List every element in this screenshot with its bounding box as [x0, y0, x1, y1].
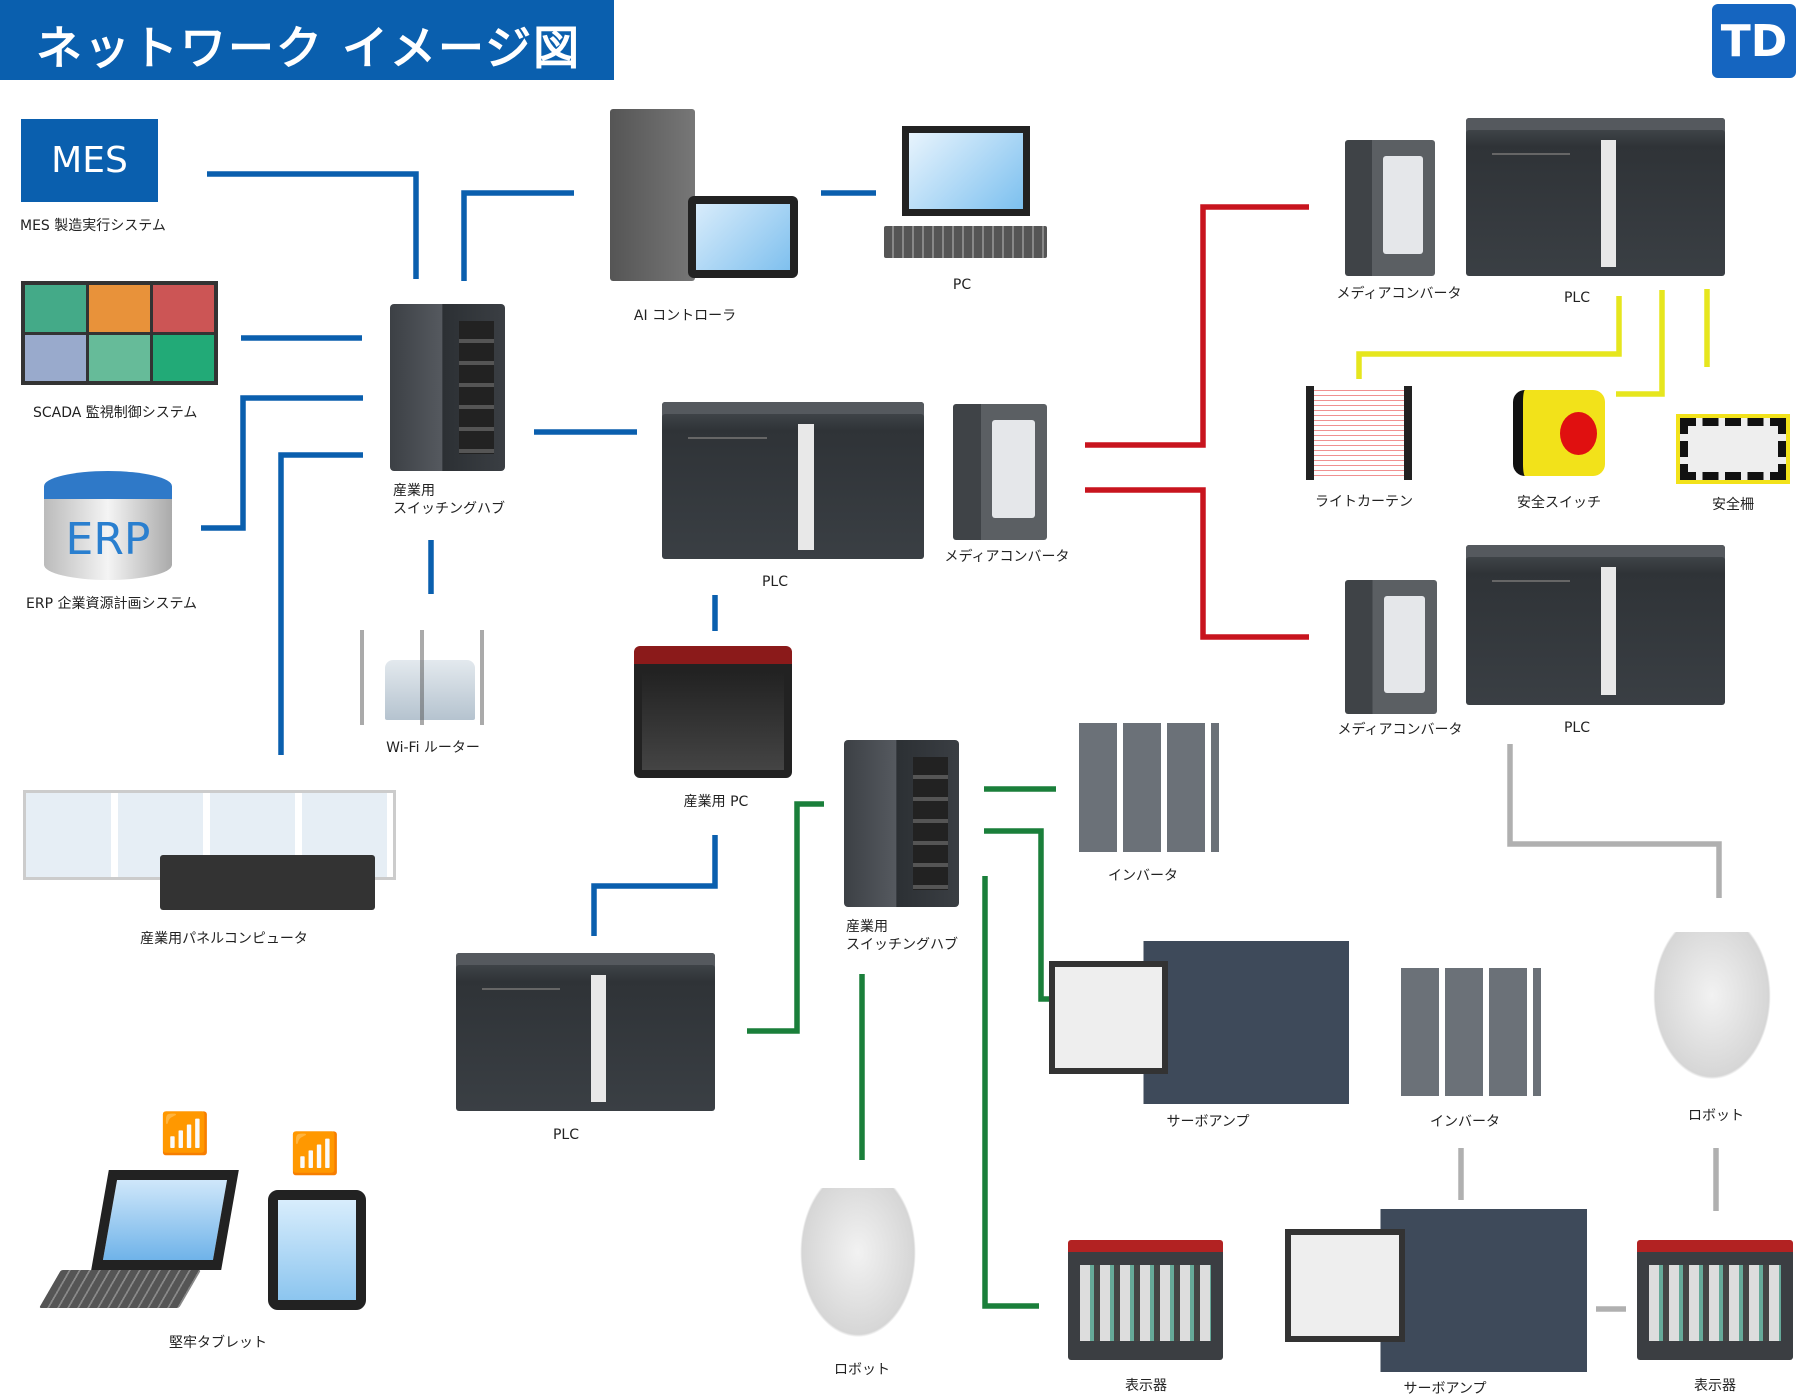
servo-amp-image	[1033, 941, 1349, 1104]
line-panelpc-hub	[278, 452, 363, 755]
plc-top-label: PLC	[1563, 290, 1591, 306]
media-top-label: メディアコンバータ	[1336, 286, 1462, 302]
router-antennas	[330, 630, 530, 725]
plc-mid-label: PLC	[1563, 720, 1591, 736]
hub2-label-line2: スイッチングハブ	[846, 937, 958, 953]
safety-switch-image	[1513, 390, 1605, 476]
plc-image	[662, 402, 924, 559]
scada-label: SCADA 監視制御システム	[33, 405, 198, 421]
media-center-label: メディアコンバータ	[944, 549, 1070, 565]
hub1-label-line1: 産業用	[393, 483, 435, 499]
display-unit-2-image	[1637, 1240, 1793, 1360]
display1-label: 表示器	[1125, 1378, 1167, 1394]
line-erp-hub	[201, 395, 363, 531]
panel-pc-label: 産業用パネルコンピュータ	[140, 931, 308, 947]
line-hub2-display	[982, 876, 1039, 1309]
erp-label: ERP 企業資源計画システム	[26, 596, 198, 612]
mes-box: MES	[21, 119, 158, 202]
hub2-label-line1: 産業用	[846, 919, 888, 935]
media-converter-image	[953, 404, 1047, 540]
display-unit-image	[1068, 1240, 1223, 1360]
page-title: ネットワーク イメージ図	[0, 0, 614, 80]
tablet-label: 堅牢タブレット	[169, 1335, 267, 1351]
tablet-image	[268, 1190, 366, 1310]
line-plc-hub2	[747, 801, 824, 1034]
robot-right-label: ロボット	[1688, 1108, 1744, 1124]
servo-amp-2-image	[1269, 1209, 1587, 1372]
wifi-icon: 📶	[290, 1131, 340, 1177]
line-media-mid	[1085, 487, 1309, 640]
switching-hub-image	[390, 304, 505, 471]
hub1-label: 産業用スイッチングハブ	[393, 482, 505, 518]
media-mid-label: メディアコンバータ	[1337, 722, 1463, 738]
line-plc-curtain	[1356, 296, 1622, 379]
switching-hub-2-image	[844, 740, 959, 907]
box-computer-image	[160, 855, 375, 910]
servo2-label: サーボアンプ	[1403, 1381, 1487, 1397]
laptop-keyboard	[39, 1270, 201, 1308]
plc-top-image	[1466, 118, 1725, 276]
robot-arm-2-image	[1645, 932, 1779, 1091]
inverter2-label: インバータ	[1430, 1114, 1500, 1130]
plc-lower-label: PLC	[552, 1127, 580, 1143]
company-logo: TD	[1712, 4, 1796, 78]
safety-fence-image	[1676, 414, 1790, 484]
pc-monitor	[902, 126, 1030, 216]
hub1-label-line2: スイッチングハブ	[393, 501, 505, 517]
light-curtain-image	[1306, 386, 1412, 480]
light-curtain-label: ライトカーテン	[1315, 494, 1413, 510]
servo1-label: サーボアンプ	[1166, 1114, 1250, 1130]
ai-controller-panel	[688, 196, 798, 278]
pc-label: PC	[952, 277, 972, 293]
robot-bottom-label: ロボット	[834, 1362, 890, 1378]
hub2-label: 産業用スイッチングハブ	[846, 918, 958, 954]
robot-arm-image	[792, 1188, 924, 1349]
line-mes-hub	[207, 171, 419, 279]
plc-mid-image	[1466, 545, 1725, 705]
wifi-icon: 📶	[160, 1111, 210, 1157]
media-converter-mid-image	[1345, 580, 1437, 714]
inverter1-label: インバータ	[1108, 868, 1178, 884]
erp-cylinder: ERP	[44, 471, 172, 580]
ipc-label: 産業用 PC	[683, 794, 749, 810]
line-plc-switch	[1616, 290, 1665, 397]
line-ai-hub	[461, 190, 574, 281]
line-media-top	[1085, 204, 1309, 448]
safety-fence-label: 安全柵	[1712, 497, 1754, 513]
line-ipc-plc	[591, 835, 718, 936]
ai-controller-image	[610, 109, 695, 281]
plc-center-label: PLC	[761, 574, 789, 590]
ai-label: AI コントローラ	[633, 308, 737, 324]
display2-label: 表示器	[1694, 1378, 1736, 1394]
mes-label: MES 製造実行システム	[20, 218, 166, 234]
plc-lower-image	[456, 953, 715, 1111]
inverter-image	[1079, 723, 1219, 852]
wifi-router-label: Wi-Fi ルーター	[386, 740, 480, 756]
line-plc-robot	[1507, 744, 1722, 898]
laptop-image	[91, 1170, 239, 1270]
inverter-2-image	[1401, 968, 1541, 1096]
pc-keyboard	[884, 226, 1047, 258]
scada-monitors-image	[21, 281, 218, 385]
media-converter-top-image	[1345, 140, 1435, 276]
safety-switch-label: 安全スイッチ	[1517, 495, 1601, 511]
industrial-pc-image	[634, 646, 792, 778]
